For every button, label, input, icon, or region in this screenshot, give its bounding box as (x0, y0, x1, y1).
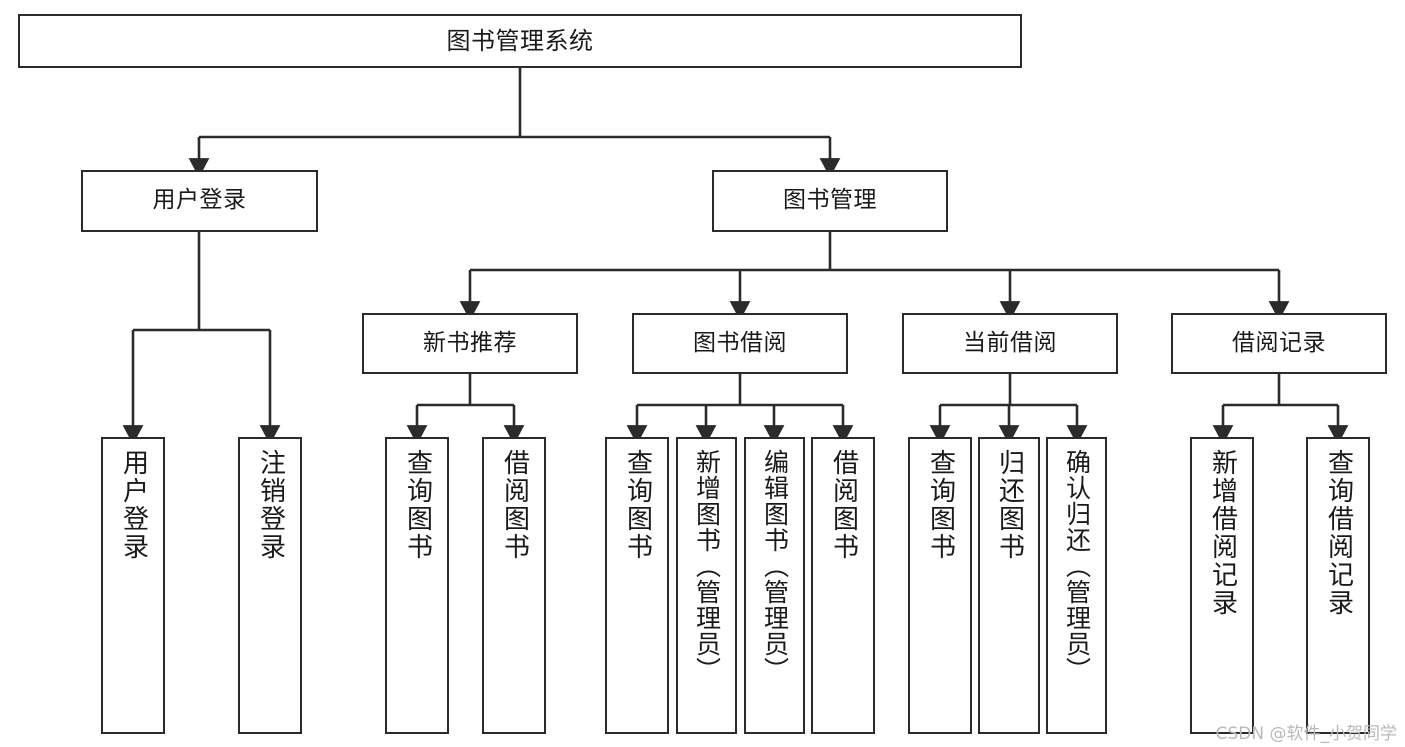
node-label: 查询借阅记录 (1323, 449, 1354, 617)
node-label: 新增借阅记录 (1207, 449, 1238, 617)
node-label: 用户登录 (152, 187, 247, 214)
node-book-borrowing[interactable]: 图书借阅 (632, 313, 848, 374)
node-leaf-borrow-books-newbook[interactable]: 借阅图书 (482, 437, 546, 734)
node-label: 借阅记录 (1232, 329, 1326, 356)
node-label: 图书管理系统 (446, 26, 594, 55)
node-label: 用户登录 (118, 449, 149, 561)
node-label: 编辑图书（管理员） (760, 449, 790, 683)
node-current-borrowing[interactable]: 当前借阅 (902, 313, 1118, 374)
node-user-login[interactable]: 用户登录 (81, 170, 318, 232)
node-label: 查询图书 (402, 449, 433, 561)
node-label: 注销登录 (255, 449, 286, 561)
node-leaf-query-books-current[interactable]: 查询图书 (908, 437, 972, 734)
node-label: 查询图书 (622, 449, 653, 561)
node-leaf-return-books[interactable]: 归还图书 (978, 437, 1040, 734)
node-leaf-borrow-books[interactable]: 借阅图书 (811, 437, 875, 734)
node-label: 新增图书（管理员） (692, 449, 722, 683)
node-label: 借阅图书 (499, 449, 530, 561)
node-leaf-add-borrow-record[interactable]: 新增借阅记录 (1190, 437, 1254, 734)
node-label: 新书推荐 (423, 329, 517, 356)
node-leaf-query-books-borrow[interactable]: 查询图书 (605, 437, 669, 734)
node-label: 借阅图书 (828, 449, 859, 561)
node-borrowing-records[interactable]: 借阅记录 (1171, 313, 1387, 374)
node-label: 当前借阅 (963, 329, 1057, 356)
node-label: 确认归还（管理员） (1062, 449, 1092, 683)
node-root-book-management-system[interactable]: 图书管理系统 (18, 14, 1022, 68)
node-leaf-edit-book-admin[interactable]: 编辑图书（管理员） (744, 437, 805, 734)
node-book-management[interactable]: 图书管理 (712, 170, 948, 232)
node-leaf-confirm-return-admin[interactable]: 确认归还（管理员） (1046, 437, 1107, 734)
csdn-watermark: CSDN @软件_小贺同学 (1215, 724, 1397, 744)
node-leaf-query-books-newbook[interactable]: 查询图书 (385, 437, 449, 734)
node-leaf-logout[interactable]: 注销登录 (238, 437, 302, 734)
node-leaf-query-borrow-record[interactable]: 查询借阅记录 (1306, 437, 1370, 734)
node-new-book-recommendation[interactable]: 新书推荐 (362, 313, 578, 374)
node-label: 图书借阅 (693, 329, 787, 356)
node-label: 查询图书 (925, 449, 956, 561)
node-label: 归还图书 (994, 449, 1025, 561)
node-leaf-add-book-admin[interactable]: 新增图书（管理员） (676, 437, 737, 734)
node-label: 图书管理 (783, 187, 877, 214)
node-leaf-user-login[interactable]: 用户登录 (101, 437, 165, 734)
